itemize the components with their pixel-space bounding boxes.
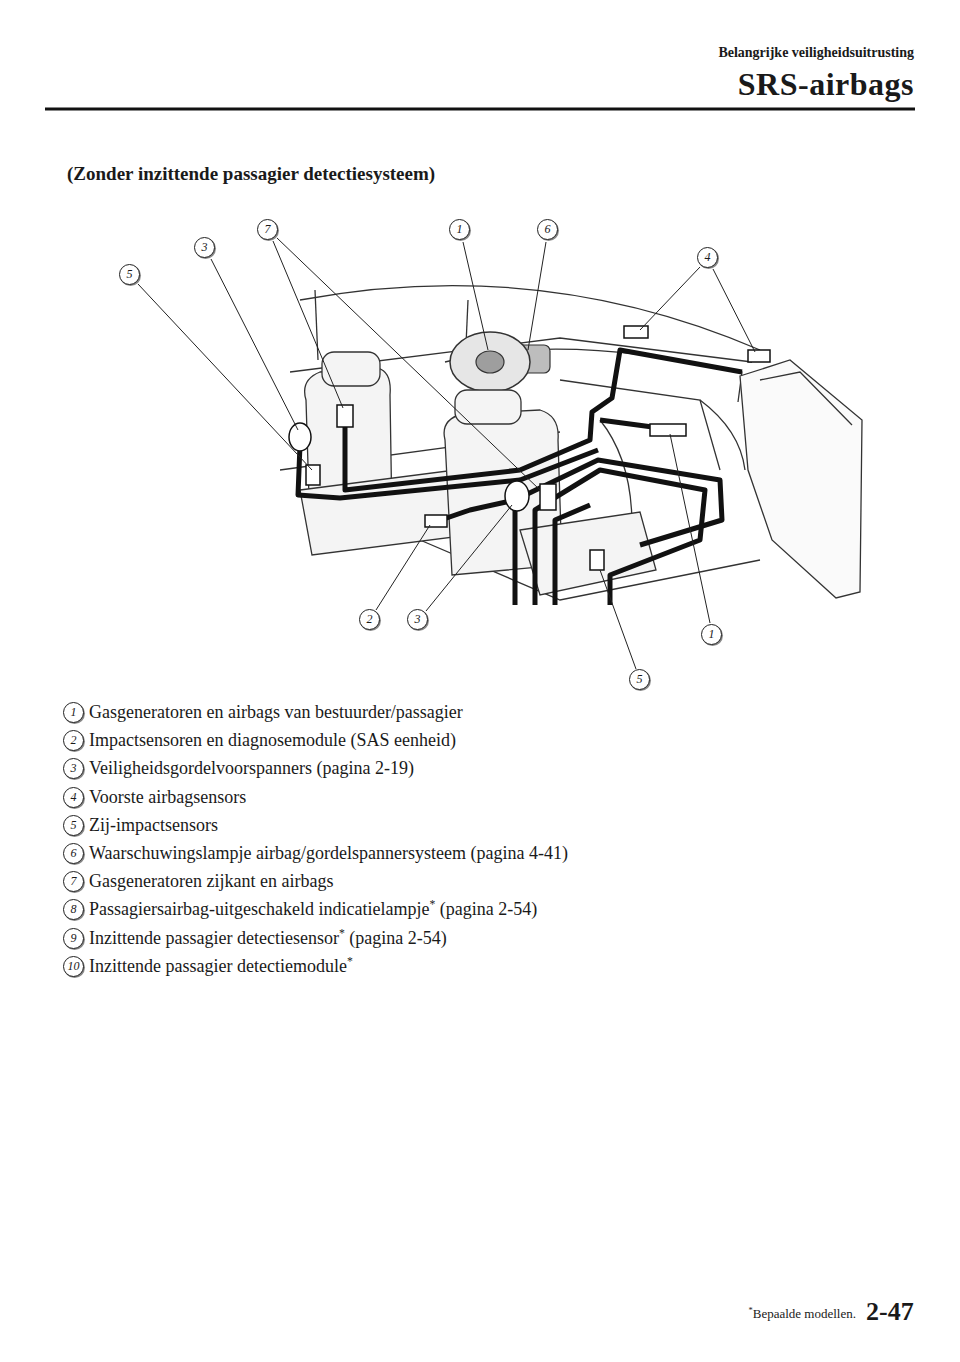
list-number: 2 — [63, 730, 84, 751]
list-number: 5 — [63, 815, 84, 836]
callout-number: 1 — [449, 219, 470, 240]
callout-number: 1 — [701, 624, 722, 645]
list-item-text: Gasgeneratoren zijkant en airbags — [89, 871, 333, 892]
car-interior — [280, 286, 862, 600]
list-number: 8 — [63, 899, 84, 920]
list-number: 10 — [63, 956, 84, 977]
page-number: 2-47 — [866, 1297, 914, 1327]
list-number: 4 — [63, 787, 84, 808]
header-rule — [45, 108, 915, 111]
callout-number: 2 — [359, 609, 380, 630]
components — [289, 326, 770, 570]
callout-number: 3 — [407, 609, 428, 630]
list-item-text: Zij-impactsensors — [89, 815, 218, 836]
list-number: 7 — [63, 871, 84, 892]
list-item-text: Inzittende passagier detectiesensor* (pa… — [89, 928, 447, 949]
leader-lines — [138, 238, 755, 669]
list-item-text: Gasgeneratoren en airbags van bestuurder… — [89, 702, 463, 723]
list-item-text: Inzittende passagier detectiemodule* — [89, 956, 353, 977]
list-item-text: Waarschuwingslampje airbag/gordelspanner… — [89, 843, 568, 864]
callout-number: 6 — [537, 219, 558, 240]
list-item-text: Voorste airbagsensors — [89, 787, 246, 808]
list-number: 1 — [63, 702, 84, 723]
callout-number: 5 — [119, 264, 140, 285]
wiring-harness — [298, 350, 742, 605]
list-item-text: Veiligheidsgordelvoorspanners (pagina 2-… — [89, 758, 414, 779]
list-item-text: Passagiersairbag-uitgeschakeld indicatie… — [89, 899, 537, 920]
list-number: 3 — [63, 758, 84, 779]
callout-number: 5 — [629, 669, 650, 690]
callout-number: 3 — [194, 237, 215, 258]
list-item-text: Impactsensoren en diagnosemodule (SAS ee… — [89, 730, 456, 751]
callout-number: 4 — [697, 247, 718, 268]
list-number: 6 — [63, 843, 84, 864]
section-title: SRS-airbags — [738, 66, 914, 103]
section-header: Belangrijke veiligheidsuitrusting — [718, 45, 914, 61]
subtitle: (Zonder inzittende passagier detectiesys… — [67, 163, 435, 185]
steering-wheel — [450, 332, 550, 392]
callout-number: 7 — [257, 219, 278, 240]
list-number: 9 — [63, 928, 84, 949]
footnote: *Bepaalde modellen. — [749, 1306, 856, 1322]
